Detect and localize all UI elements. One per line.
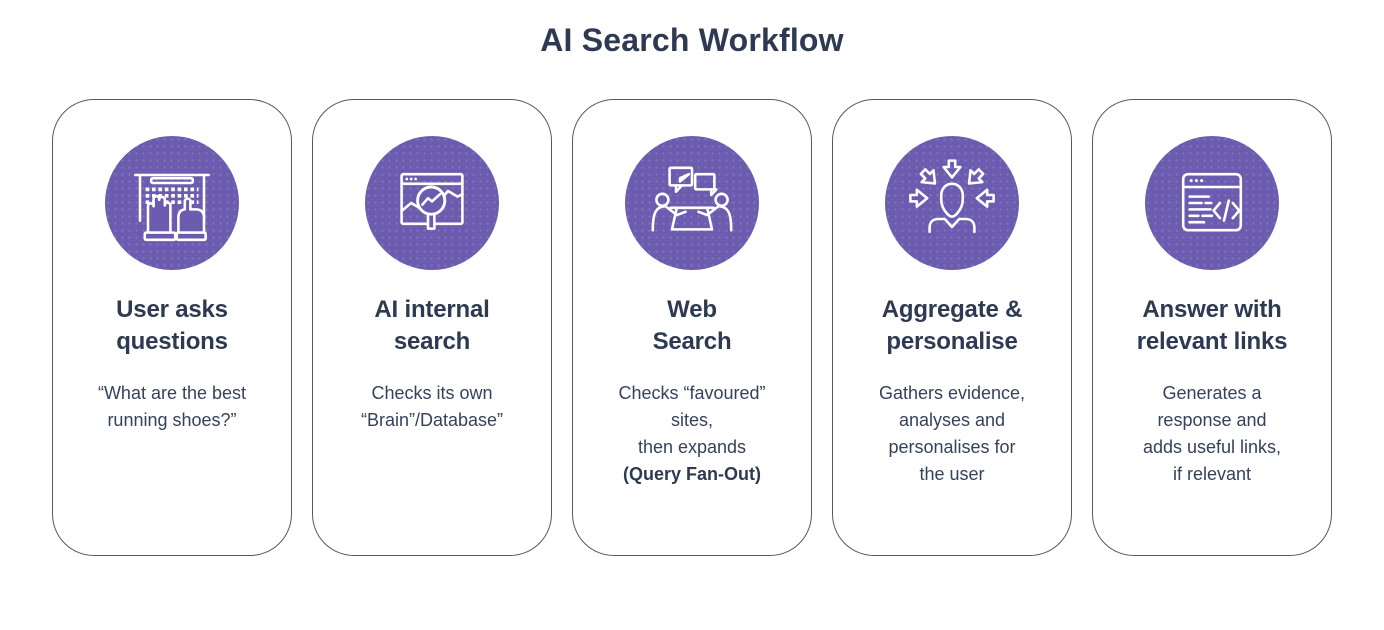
card-body: Generates a response and adds useful lin…	[1142, 382, 1282, 484]
card-body: Gathers evidence, analyses and personali…	[878, 382, 1026, 484]
card-title: User asks questions	[116, 296, 228, 355]
head-inward-arrows-icon	[909, 159, 995, 234]
icon-circle	[625, 136, 759, 270]
card-aggregate-personalise: Aggregate & personalise Gathers evidence…	[832, 99, 1072, 556]
workflow-cards-row: User asks questions “What are the best r…	[0, 99, 1384, 556]
icon-circle	[105, 136, 239, 270]
people-conversation-icon	[651, 166, 733, 232]
card-user-asks-questions: User asks questions “What are the best r…	[52, 99, 292, 556]
icon-circle	[365, 136, 499, 270]
browser-code-icon	[1181, 172, 1243, 232]
card-body: “What are the best running shoes?”	[97, 382, 247, 430]
icon-circle	[1145, 136, 1279, 270]
card-answer-relevant-links: Answer with relevant links Generates a r…	[1092, 99, 1332, 556]
card-body: Checks “favoured” sites, then expands	[618, 382, 766, 457]
card-web-search: Web Search Checks “favoured” sites, then…	[572, 99, 812, 556]
card-ai-internal-search: AI internal search Checks its own “Brain…	[312, 99, 552, 556]
card-title: Aggregate & personalise	[881, 296, 1023, 355]
icon-circle	[885, 136, 1019, 270]
browser-chart-magnifier-icon	[400, 172, 464, 230]
typing-hands-keyboard-icon	[133, 173, 211, 242]
card-title: Answer with relevant links	[1136, 296, 1288, 355]
card-body: Checks its own “Brain”/Database”	[360, 382, 504, 430]
page-title: AI Search Workflow	[540, 22, 844, 58]
card-emphasis: (Query Fan-Out)	[623, 463, 761, 484]
card-title: Web Search	[652, 296, 732, 355]
card-title: AI internal search	[374, 296, 490, 355]
